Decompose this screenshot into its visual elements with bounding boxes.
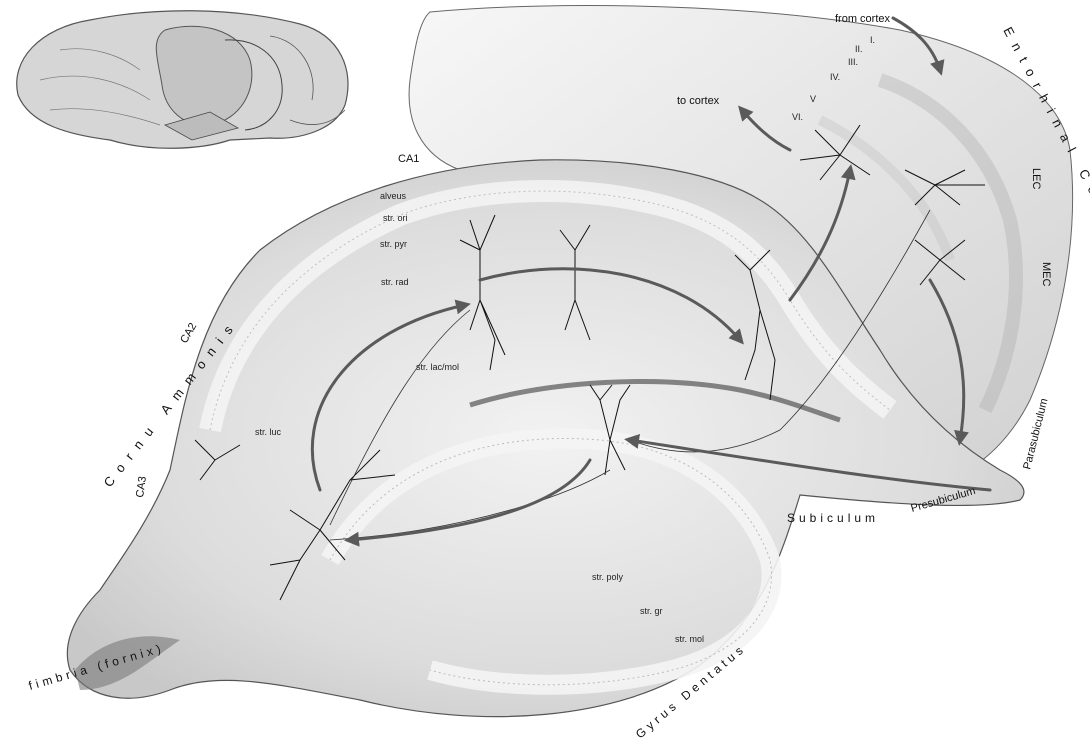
- label-subiculum: Subiculum: [787, 511, 879, 525]
- label-layer-4: IV.: [830, 72, 840, 82]
- label-ca1: CA1: [398, 153, 419, 165]
- label-str-rad: str. rad: [381, 277, 409, 287]
- label-ca3: CA3: [134, 476, 149, 499]
- label-str-mol: str. mol: [675, 634, 704, 644]
- label-str-gr: str. gr: [640, 606, 663, 616]
- label-layer-2: II.: [855, 44, 863, 54]
- label-str-lac-mol: str. lac/mol: [416, 362, 459, 372]
- label-str-pyr: str. pyr: [380, 239, 407, 249]
- label-layer-6: VI.: [792, 112, 803, 122]
- label-str-poly: str. poly: [592, 572, 624, 582]
- label-from-cortex: from cortex: [835, 13, 891, 25]
- label-layer-3: III.: [848, 57, 858, 67]
- label-str-ori: str. ori: [383, 213, 408, 223]
- label-alveus: alveus: [380, 191, 407, 201]
- label-layer-1: I.: [870, 35, 875, 45]
- label-mec: MEC: [1040, 262, 1052, 287]
- label-lec: LEC: [1030, 168, 1042, 189]
- label-str-luc: str. luc: [255, 427, 282, 437]
- brain-sketch: [17, 11, 348, 149]
- label-layer-5: V: [810, 94, 816, 104]
- label-ca2: CA2: [178, 321, 199, 346]
- label-to-cortex: to cortex: [677, 95, 720, 107]
